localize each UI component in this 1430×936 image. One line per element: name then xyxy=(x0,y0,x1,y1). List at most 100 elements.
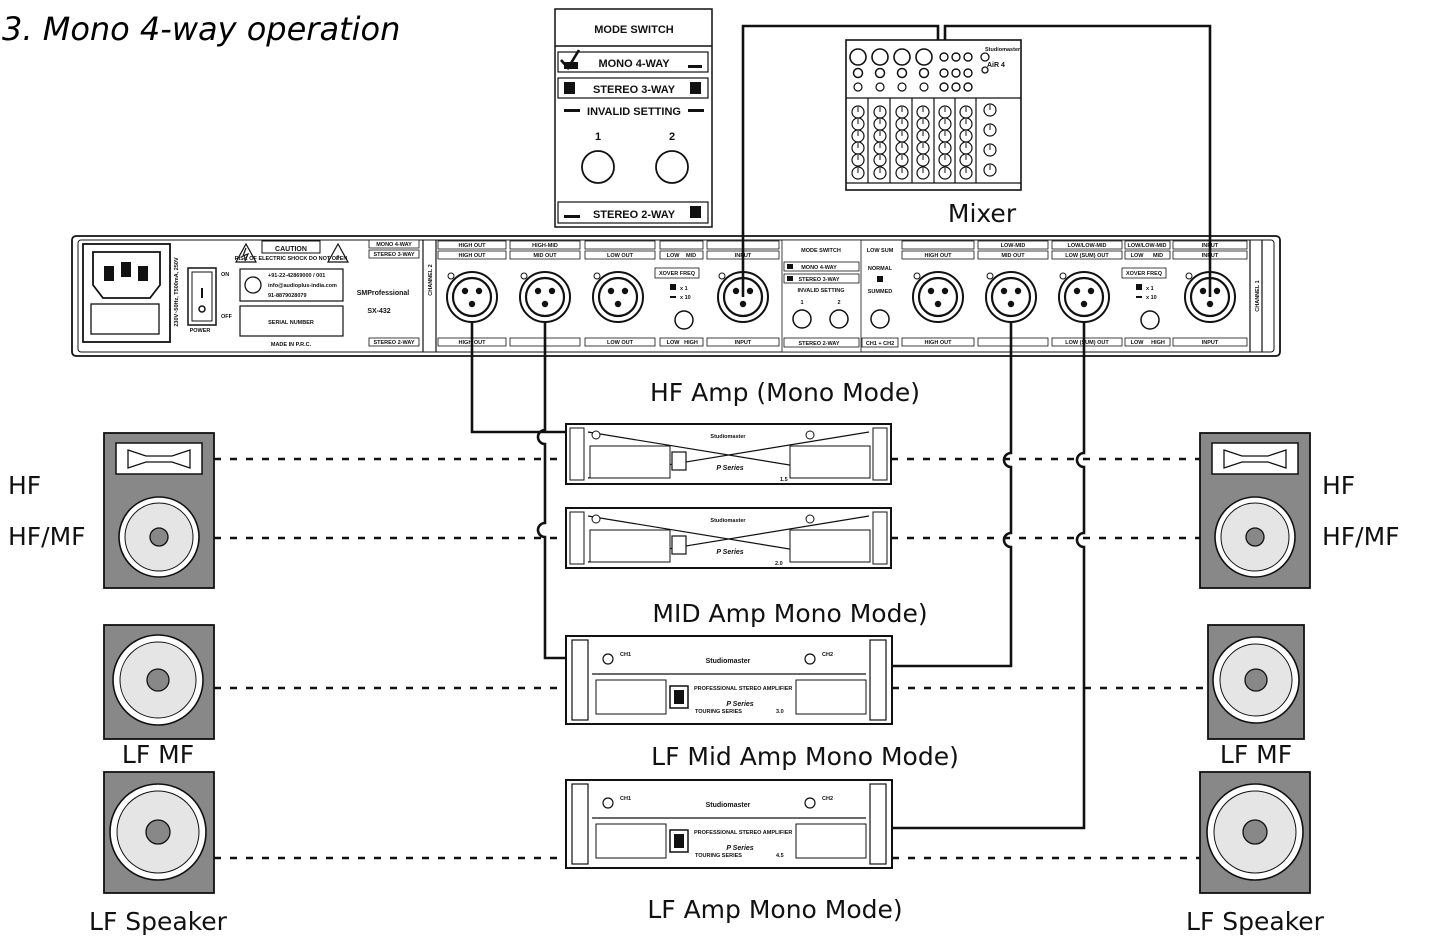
ch1-low-low-mid: LOW/LOW-MID xyxy=(1068,243,1107,249)
ch1-low-low-mid-2: LOW/LOW-MID xyxy=(1128,243,1167,249)
stereo-2way-tag: STEREO 2-WAY xyxy=(373,340,414,346)
lf-amp-label: LF Amp Mono Mode) xyxy=(647,895,902,924)
ch2-mid-out-xlr[interactable] xyxy=(518,270,572,324)
right-hfmf-label: HF/MF xyxy=(1322,522,1400,551)
mixer-knob xyxy=(916,141,930,155)
voltage-rating: 230V~50Hz, T500mA, 250V xyxy=(174,257,180,327)
mixer-knob xyxy=(873,153,887,167)
panel-switch-2[interactable] xyxy=(829,309,849,329)
mode-invalid-setting: INVALID SETTING xyxy=(587,106,681,118)
panel-mono-4way: MONO 4-WAY xyxy=(801,265,837,271)
mode-switch-detail: MODE SWITCH MONO 4-WAY STEREO 3-WAY INVA… xyxy=(554,8,713,228)
low-sum-switch[interactable] xyxy=(870,309,890,329)
mode-mono-4way: MONO 4-WAY xyxy=(598,58,670,70)
mixer-knob xyxy=(895,129,909,143)
mixer-knob xyxy=(851,129,865,143)
model-label: SX-432 xyxy=(367,308,390,315)
ch1-mid-out-xlr[interactable] xyxy=(984,270,1038,324)
mixer-knob xyxy=(873,105,887,119)
panel-stereo-3way: STEREO 3-WAY xyxy=(798,277,839,283)
lf-amp: CH1 CH2 Studiomaster PROFESSIONAL STEREO… xyxy=(565,779,903,924)
contact-email: info@audioplus-india.com xyxy=(268,283,337,289)
right-lfmf-label: LF MF xyxy=(1220,740,1292,769)
hf-amp-series: P Series xyxy=(716,465,743,472)
switch-number-2: 2 xyxy=(669,131,675,143)
mono-4way-tag: MONO 4-WAY xyxy=(376,242,412,248)
ch2-high-out-xlr[interactable] xyxy=(445,270,499,324)
ch2-input-bottom: INPUT xyxy=(735,340,752,346)
ch2-low-tag: LOW xyxy=(667,253,681,259)
ch2-xover-freq: XOVER FREQ xyxy=(659,271,696,277)
right-hf-label: HF xyxy=(1322,471,1355,500)
ch2-mid-tag: MID xyxy=(686,253,696,259)
ch1-high-out-xlr[interactable] xyxy=(911,270,965,324)
mixer-knob xyxy=(895,153,909,167)
ch1-high-out: HIGH OUT xyxy=(925,253,953,259)
lf-amp-brand: Studiomaster xyxy=(706,802,751,809)
mid-amp-model: 2.0 xyxy=(775,561,783,567)
mixer-knob xyxy=(959,141,973,155)
mixer-knob xyxy=(959,129,973,143)
mixer-knob xyxy=(851,153,865,167)
panel-mode-switch: MODE SWITCH xyxy=(801,248,841,254)
ch1-low-to-lf-amp-wire xyxy=(892,322,1086,830)
mid-amp-brand: Studiomaster xyxy=(710,518,746,524)
channel-1-label: CHANNEL 1 xyxy=(1255,280,1261,311)
mode-stereo-3way: STEREO 3-WAY xyxy=(593,84,676,96)
right-lfmf-speaker xyxy=(1207,624,1305,740)
mid-amp: Studiomaster P Series 2.0 MID Amp Mono M… xyxy=(565,507,928,628)
left-lf-label: LF Speaker xyxy=(89,907,228,936)
power-label: POWER xyxy=(190,328,211,334)
ch1-xover-knob[interactable] xyxy=(1140,310,1160,330)
mixer-knob xyxy=(938,129,952,143)
mixer-knob xyxy=(851,105,865,119)
mixer-knob xyxy=(959,153,973,167)
left-lfmf-speaker xyxy=(103,624,215,740)
mode-switch-title: MODE SWITCH xyxy=(594,24,673,36)
ch1-low-mid: LOW-MID xyxy=(1001,243,1026,249)
mixer-knob xyxy=(916,166,930,180)
mixer-knob xyxy=(895,117,909,131)
ch2-low-out: LOW OUT xyxy=(607,253,634,259)
normal-label: NORMAL xyxy=(868,266,893,272)
ch2-high-out: HIGH OUT xyxy=(459,253,487,259)
brand-logo: SMProfessional xyxy=(357,290,410,297)
hf-amp: HF Amp (Mono Mode) Studiomaster P Series… xyxy=(565,378,920,485)
ch2-xover-knob[interactable] xyxy=(674,310,694,330)
lf-amp-series: P Series xyxy=(726,845,753,852)
panel-invalid: INVALID SETTING xyxy=(798,288,845,294)
ch2-low-out-bottom: LOW OUT xyxy=(607,340,634,346)
mixer-model: AiR 4 xyxy=(987,62,1005,69)
mixer-knob xyxy=(938,105,952,119)
mid-amp-series: P Series xyxy=(716,549,743,556)
ch2-low-out-xlr[interactable] xyxy=(591,270,645,324)
switch-number-1: 1 xyxy=(595,131,601,143)
left-hf-label: HF xyxy=(8,471,41,500)
ch1-high-bottom: HIGH xyxy=(1151,340,1165,346)
ch1-low-tag: LOW xyxy=(1131,253,1145,259)
crossover-rear-panel: 230V~50Hz, T500mA, 250V ON OFF POWER CAU… xyxy=(71,235,1281,357)
ch1-mid-out: MID OUT xyxy=(1001,253,1025,259)
ch1-low-sum-out-bottom: LOW (SUM) OUT xyxy=(1065,340,1109,346)
panel-switch-1[interactable] xyxy=(792,309,812,329)
lf-amp-ch2: CH2 xyxy=(822,796,833,802)
hf-amp-label: HF Amp (Mono Mode) xyxy=(650,378,920,407)
mixer-knob xyxy=(938,153,952,167)
channel-2-label: CHANNEL 2 xyxy=(428,264,434,295)
panel-num-2: 2 xyxy=(837,300,840,306)
ch1-low-bottom: LOW xyxy=(1131,340,1145,346)
company-logo-icon xyxy=(244,276,262,294)
lfmid-amp-brand: Studiomaster xyxy=(706,658,751,665)
mixer-to-ch1-input-wire xyxy=(943,24,1212,297)
ch1-low-sum-out-xlr[interactable] xyxy=(1057,270,1111,324)
wiring xyxy=(470,24,1212,830)
ch2-high-bottom: HIGH xyxy=(684,340,698,346)
lf-amp-subtitle: PROFESSIONAL STEREO AMPLIFIER xyxy=(694,830,792,836)
lfmid-amp: CH1 CH2 Studiomaster PROFESSIONAL STEREO… xyxy=(565,635,959,771)
switch-button-1 xyxy=(581,150,615,184)
right-lf-speaker xyxy=(1199,771,1311,894)
lfmid-amp-model: 3.0 xyxy=(776,709,784,715)
left-lfmf-label: LF MF xyxy=(122,740,194,769)
ch1-high-out-bottom: HIGH OUT xyxy=(925,340,953,346)
